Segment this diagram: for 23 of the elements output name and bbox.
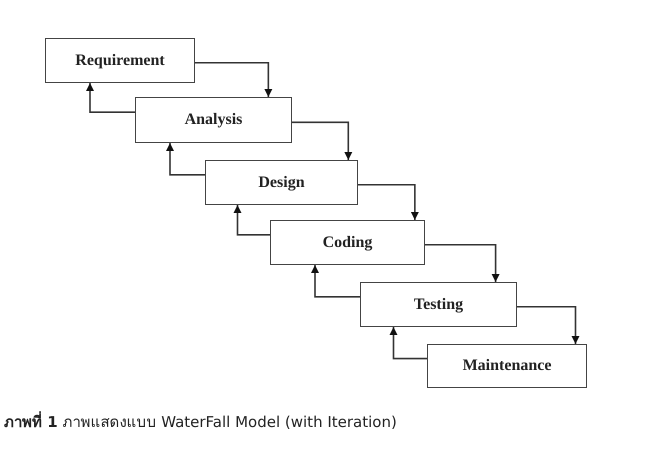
arrow <box>195 62 272 97</box>
arrow <box>358 184 419 220</box>
process-box <box>205 160 358 205</box>
box-label: Maintenance <box>462 357 552 375</box>
box-label: Coding <box>322 234 372 252</box>
figure-caption: ภาพที่ 1 ภาพแสดงแบบ WaterFall Model (with Iteration) <box>4 410 397 433</box>
process-box <box>270 220 425 265</box>
arrow <box>311 265 360 298</box>
box-label: Testing <box>414 296 464 314</box>
arrow <box>425 244 500 282</box>
process-box <box>360 282 517 327</box>
arrow <box>86 83 135 113</box>
box-label: Design <box>258 174 305 192</box>
process-box <box>427 344 587 388</box>
arrow <box>292 122 352 160</box>
arrow <box>390 327 427 360</box>
process-box <box>135 97 292 143</box>
box-label: Requirement <box>75 52 165 70</box>
arrow <box>166 143 205 176</box>
arrow <box>234 205 270 236</box>
box-label: Analysis <box>184 111 242 129</box>
arrow <box>517 306 580 344</box>
process-box <box>45 38 195 83</box>
